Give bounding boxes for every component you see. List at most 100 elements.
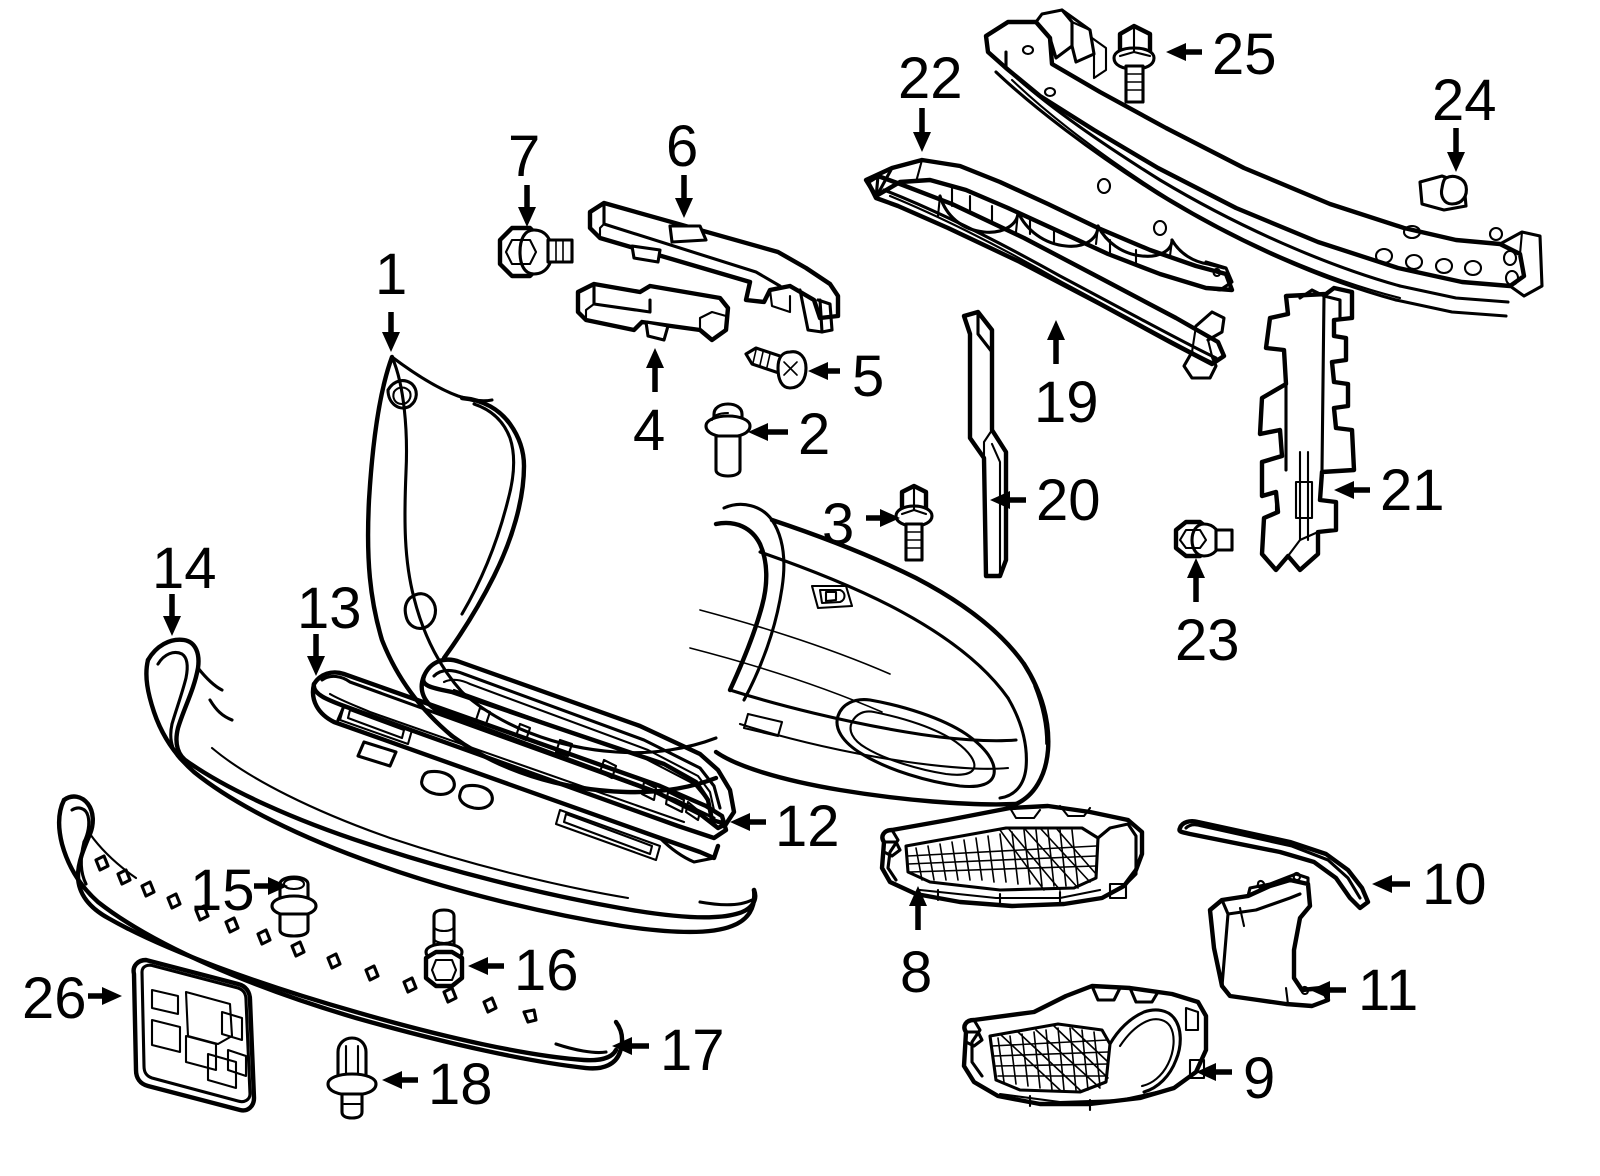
part-push-in-grommet	[270, 875, 318, 938]
callout-number-25[interactable]: 25	[1212, 22, 1277, 87]
callout-number-8[interactable]: 8	[900, 940, 933, 1005]
part-hex-flange-bolt-7	[497, 225, 574, 279]
callout-arrow-4	[646, 348, 664, 392]
callout-number-5[interactable]: 5	[852, 344, 885, 409]
arrow-head-icon	[102, 987, 122, 1005]
arrow-head-icon	[382, 1071, 402, 1089]
callout-arrow-16	[468, 957, 504, 975]
part-christmas-tree-retainer	[326, 1036, 378, 1120]
part-front-air-deflector	[144, 637, 758, 935]
arrow-head-icon	[518, 207, 536, 227]
arrow-head-icon	[163, 616, 181, 636]
callout-arrow-6	[675, 175, 693, 218]
callout-arrow-13	[307, 634, 325, 676]
arrow-head-icon	[1196, 1063, 1216, 1081]
callout-number-20[interactable]: 20	[1036, 468, 1101, 533]
callout-number-13[interactable]: 13	[297, 576, 362, 641]
arrow-head-icon	[1447, 152, 1465, 172]
callout-arrow-25	[1166, 43, 1202, 61]
callout-number-14[interactable]: 14	[152, 536, 217, 601]
part-stepped-stud-bolt	[423, 908, 465, 989]
callout-arrow-18	[382, 1071, 418, 1089]
arrow-head-icon	[307, 656, 325, 676]
callout-number-26[interactable]: 26	[22, 966, 87, 1031]
callout-number-6[interactable]: 6	[666, 114, 699, 179]
callout-arrow-24	[1447, 128, 1465, 172]
callout-number-11[interactable]: 11	[1358, 958, 1419, 1023]
part-lower-tie-bar	[865, 173, 1227, 380]
callout-arrow-17	[612, 1037, 649, 1055]
part-front-lower-air-dam	[57, 794, 625, 1071]
arrow-head-icon	[612, 1037, 632, 1055]
arrow-head-icon	[268, 877, 288, 895]
callout-number-23[interactable]: 23	[1175, 608, 1240, 673]
part-front-bumper-cover	[365, 354, 1051, 807]
part-stud-bolt-2	[704, 402, 752, 478]
arrow-head-icon	[382, 332, 400, 352]
part-upper-filler-bracket	[575, 281, 731, 343]
callout-arrow-8	[909, 886, 927, 930]
part-energy-absorber	[863, 157, 1235, 293]
arrow-head-icon	[913, 132, 931, 152]
part-bumper-impact-bar	[983, 8, 1544, 318]
callout-arrow-1	[382, 312, 400, 352]
callout-arrow-14	[163, 594, 181, 636]
callout-number-3[interactable]: 3	[822, 492, 855, 557]
callout-number-17[interactable]: 17	[660, 1018, 725, 1083]
callout-number-1[interactable]: 1	[375, 242, 408, 307]
callout-arrow-15	[254, 877, 288, 895]
callout-arrow-20	[990, 491, 1026, 509]
arrow-head-icon	[880, 509, 900, 527]
part-left-lower-grille	[879, 803, 1145, 909]
callout-number-7[interactable]: 7	[508, 124, 541, 189]
callout-number-22[interactable]: 22	[898, 46, 963, 111]
callout-number-4[interactable]: 4	[633, 398, 666, 463]
part-pan-head-screw	[744, 346, 808, 390]
arrow-head-icon	[1310, 981, 1330, 999]
arrow-head-icon	[748, 423, 768, 441]
arrow-head-icon	[1334, 481, 1354, 499]
arrow-head-icon	[646, 348, 664, 368]
callout-arrow-10	[1372, 875, 1410, 893]
callout-number-10[interactable]: 10	[1422, 852, 1487, 917]
callout-number-9[interactable]: 9	[1243, 1046, 1276, 1111]
callout-arrow-19	[1047, 320, 1065, 364]
callout-arrow-22	[913, 108, 931, 152]
arrow-head-icon	[1187, 558, 1205, 578]
arrow-head-icon	[1047, 320, 1065, 340]
callout-arrow-2	[748, 423, 788, 441]
part-upper-reinforcement-bar	[587, 200, 841, 334]
callout-number-16[interactable]: 16	[514, 938, 579, 1003]
arrow-head-icon	[990, 491, 1010, 509]
part-lower-valance-molding	[310, 670, 729, 864]
arrow-head-icon	[468, 957, 488, 975]
arrow-head-icon	[909, 886, 927, 906]
callout-arrow-3	[866, 509, 900, 527]
callout-arrow-7	[518, 185, 536, 227]
callout-number-2[interactable]: 2	[798, 402, 831, 467]
part-bumper-edge-seal	[1177, 819, 1371, 911]
part-vertical-support-brace	[961, 309, 1009, 579]
callout-arrow-21	[1334, 481, 1370, 499]
arrow-head-icon	[730, 813, 750, 831]
arrow-head-icon	[808, 362, 828, 380]
arrow-head-icon	[675, 198, 693, 218]
callout-arrow-5	[808, 362, 840, 380]
callout-number-19[interactable]: 19	[1034, 370, 1099, 435]
callout-number-18[interactable]: 18	[428, 1052, 493, 1117]
callout-arrow-26	[88, 987, 122, 1005]
arrow-head-icon	[1166, 43, 1186, 61]
callout-arrow-9	[1196, 1063, 1232, 1081]
part-license-plate-bracket	[131, 957, 257, 1113]
part-hex-flange-bolt-25	[1112, 23, 1156, 104]
callout-arrow-23	[1187, 558, 1205, 602]
part-hex-flange-bolt-23	[1173, 519, 1234, 559]
callout-number-24[interactable]: 24	[1432, 68, 1497, 133]
part-lower-corner-bracket	[1207, 871, 1331, 1009]
callout-number-12[interactable]: 12	[775, 794, 840, 859]
callout-number-21[interactable]: 21	[1380, 458, 1445, 523]
part-right-lower-grille	[961, 983, 1209, 1112]
callout-number-15[interactable]: 15	[190, 858, 255, 923]
